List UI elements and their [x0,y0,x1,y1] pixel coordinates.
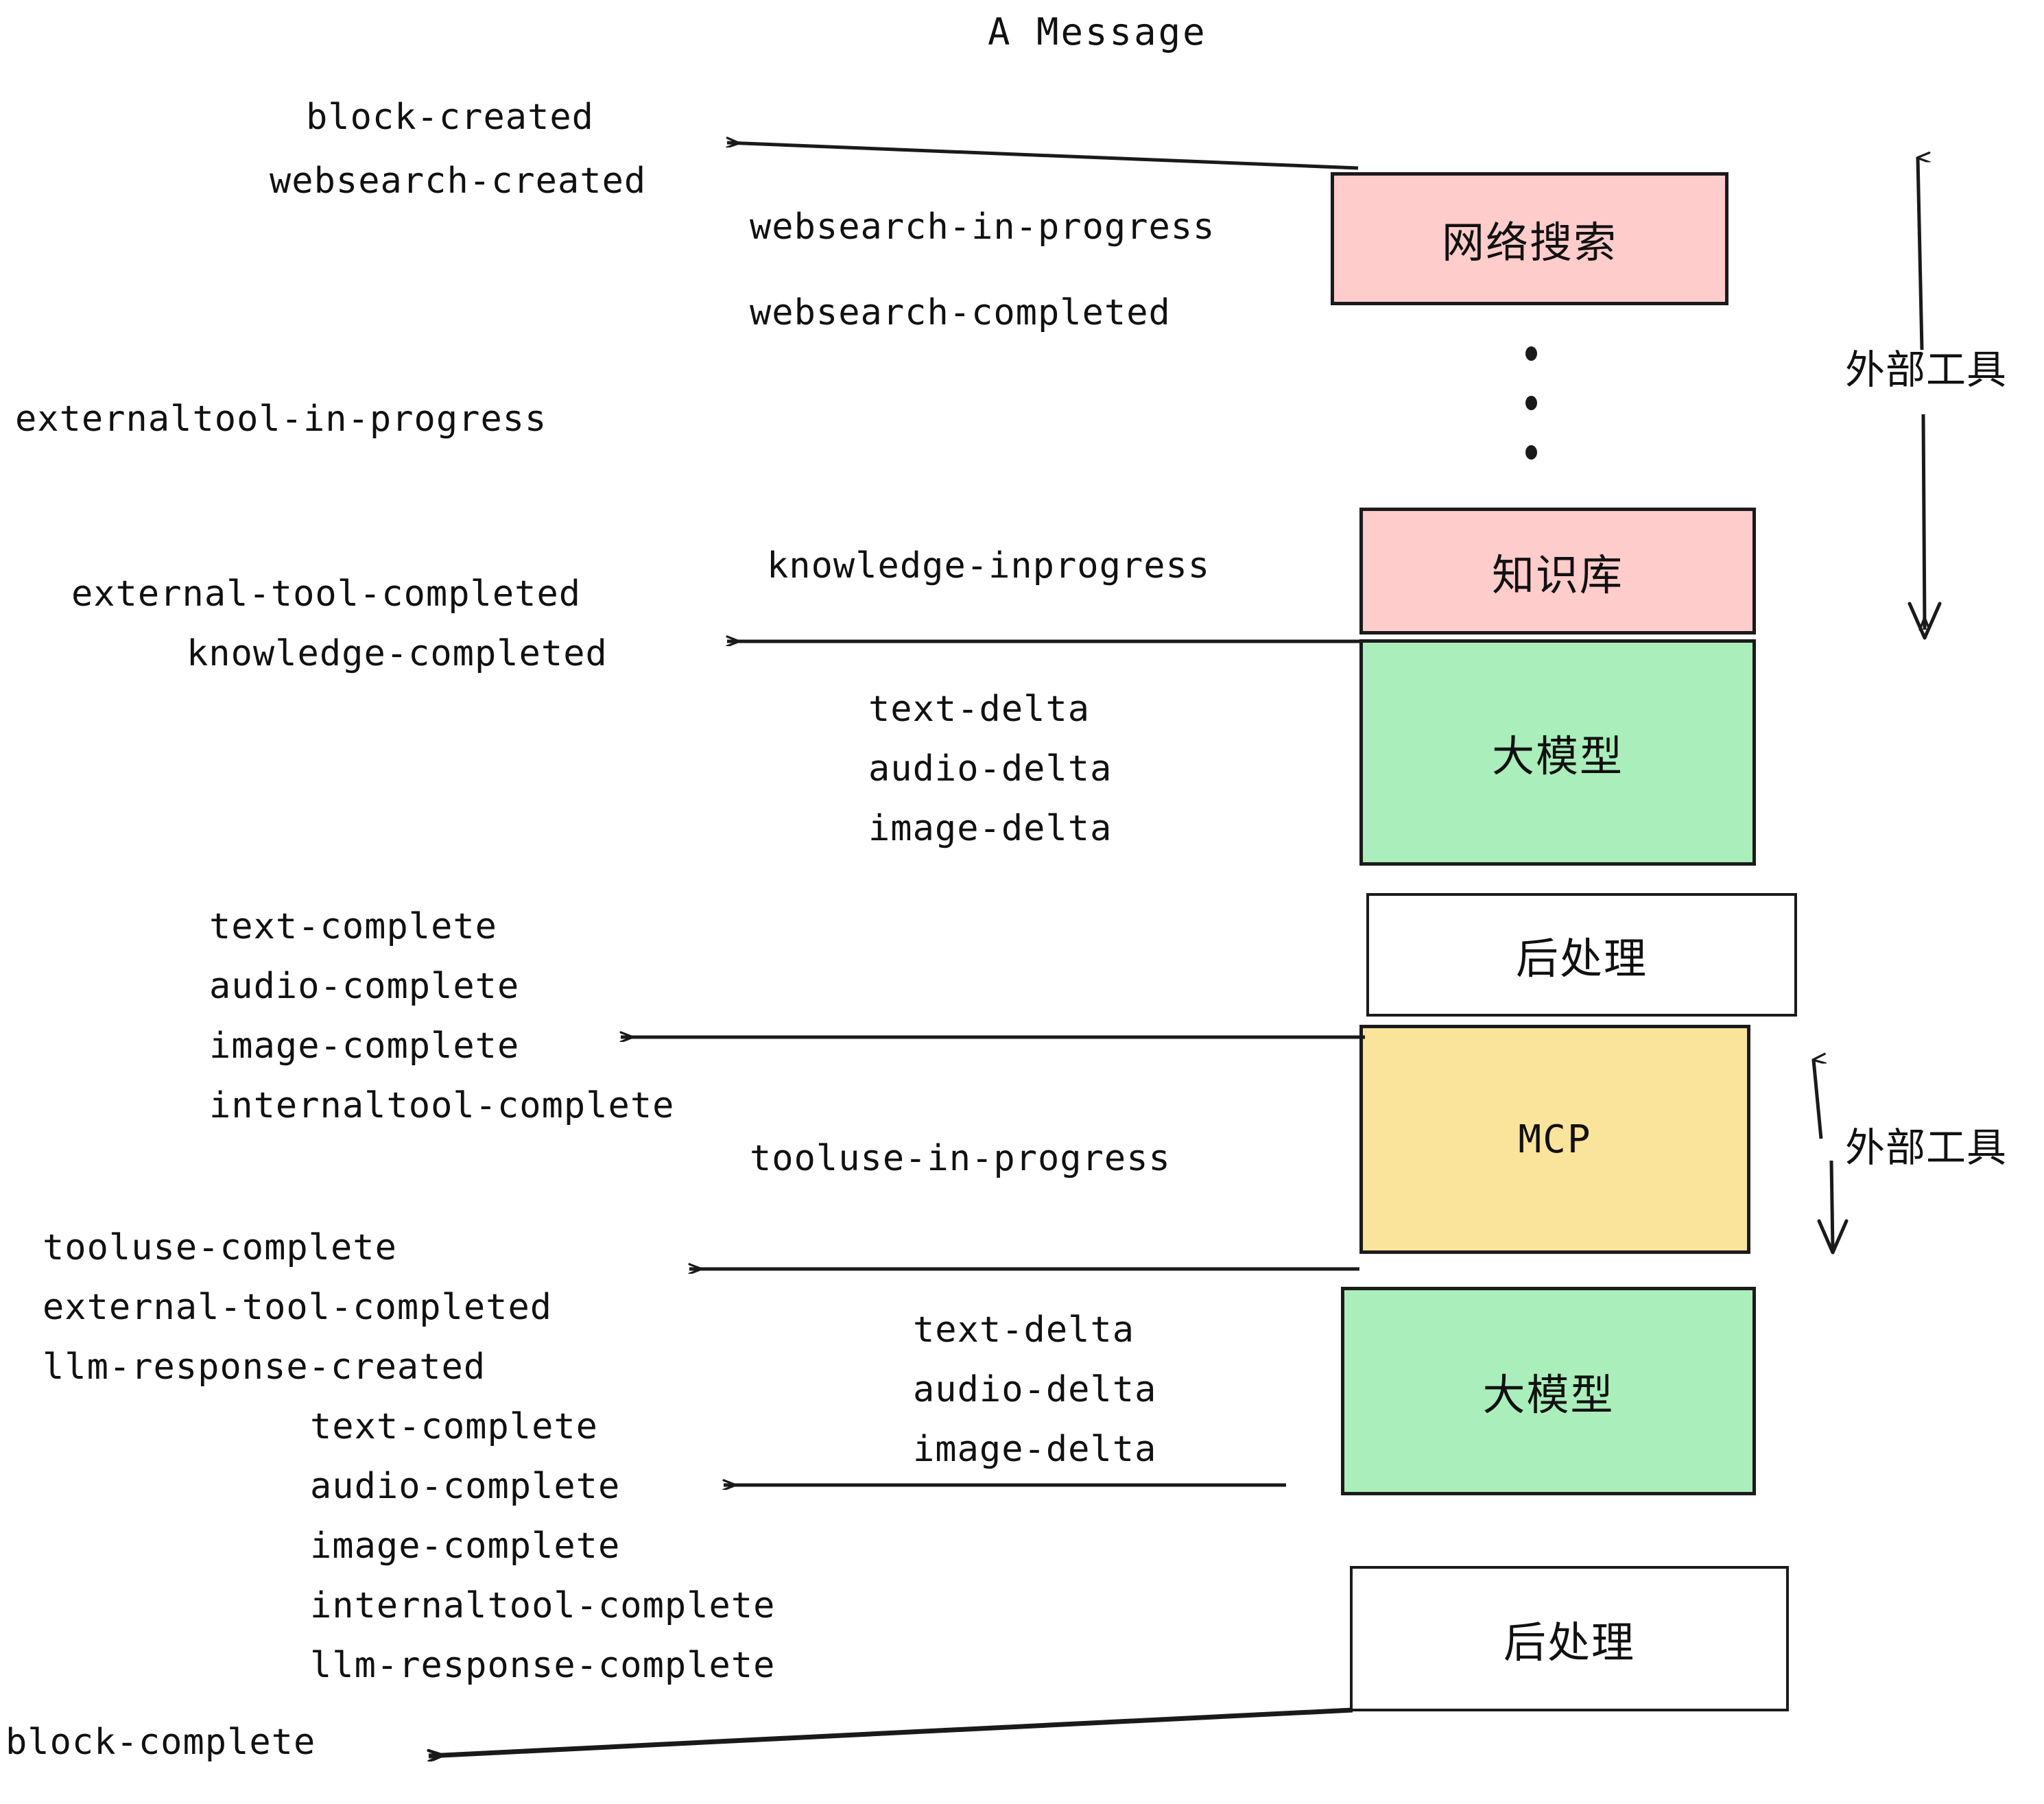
event-label-knowledge-completed: knowledge-completed [187,633,608,674]
event-label-llm-response-complete: llm-response-complete [310,1645,776,1686]
event-label-image-delta-2: image-delta [913,1429,1157,1470]
event-label-externaltool-in-progress: externaltool-in-progress [15,399,547,440]
vertical-ellipsis-icon [1524,346,1538,460]
event-label-tooluse-complete: tooluse-complete [43,1227,397,1268]
arrow-postprocess-bottom-to-block-complete [429,1707,1353,1756]
event-label-external-tool-completed-2: external-tool-completed [43,1287,553,1328]
event-label-text-delta-1: text-delta [868,689,1091,730]
event-label-text-complete-2: text-complete [310,1406,598,1447]
event-label-text-delta-2: text-delta [913,1309,1135,1351]
event-label-tooluse-in-progress: tooluse-in-progress [750,1138,1171,1179]
event-label-audio-complete-2: audio-complete [310,1466,621,1507]
event-label-image-complete-1: image-complete [209,1025,520,1067]
event-label-websearch-in-progress: websearch-in-progress [750,206,1215,248]
node-llm-top[interactable]: 大模型 [1359,639,1756,866]
arrow-websearch-to-block-created [727,143,1359,170]
node-websearch[interactable]: 网络搜索 [1331,172,1728,305]
event-label-audio-delta-1: audio-delta [868,748,1113,790]
event-label-knowledge-inprogress: knowledge-inprogress [767,545,1211,586]
node-postprocess-bottom[interactable]: 后处理 [1350,1566,1789,1711]
node-llm-bottom[interactable]: 大模型 [1341,1287,1756,1495]
node-llm-bottom-label: 大模型 [1482,1370,1615,1420]
event-label-text-complete-1: text-complete [209,906,497,947]
node-knowledge[interactable]: 知识库 [1359,508,1756,634]
side-label-external-tools-top: 外部工具 [1845,346,2008,393]
event-label-block-complete: block-complete [5,1722,316,1763]
node-llm-top-label: 大模型 [1491,731,1624,781]
node-knowledge-label: 知识库 [1491,549,1624,600]
node-websearch-label: 网络搜索 [1441,217,1617,268]
event-label-audio-complete-1: audio-complete [209,966,520,1007]
node-postprocess-bottom-label: 后处理 [1503,1617,1635,1667]
arrow-external-tools-bottom-up [1814,1060,1821,1139]
event-label-llm-response-created: llm-response-created [43,1346,486,1388]
event-label-websearch-created: websearch-created [270,161,647,202]
event-label-image-delta-1: image-delta [868,808,1113,849]
arrow-external-tools-top-down [1908,414,1942,640]
page-title: A Message [988,10,1207,54]
event-label-audio-delta-2: audio-delta [913,1369,1157,1410]
event-label-external-tool-completed-1: external-tool-completed [71,573,582,615]
node-mcp-label: MCP [1518,1117,1592,1162]
node-postprocess-top-label: 后处理 [1515,934,1648,984]
event-label-block-created: block-created [306,97,594,138]
node-postprocess-top[interactable]: 后处理 [1366,893,1797,1017]
event-label-internaltool-complete-2: internaltool-complete [310,1585,776,1626]
event-label-internaltool-complete-1: internaltool-complete [209,1085,675,1126]
side-label-external-tools-bottom: 外部工具 [1845,1124,2008,1171]
event-label-image-complete-2: image-complete [310,1526,621,1567]
event-label-websearch-completed: websearch-completed [750,292,1171,333]
arrow-external-tools-bottom-down [1817,1160,1849,1255]
node-mcp[interactable]: MCP [1359,1025,1750,1254]
arrow-external-tools-top-up [1918,158,1922,351]
